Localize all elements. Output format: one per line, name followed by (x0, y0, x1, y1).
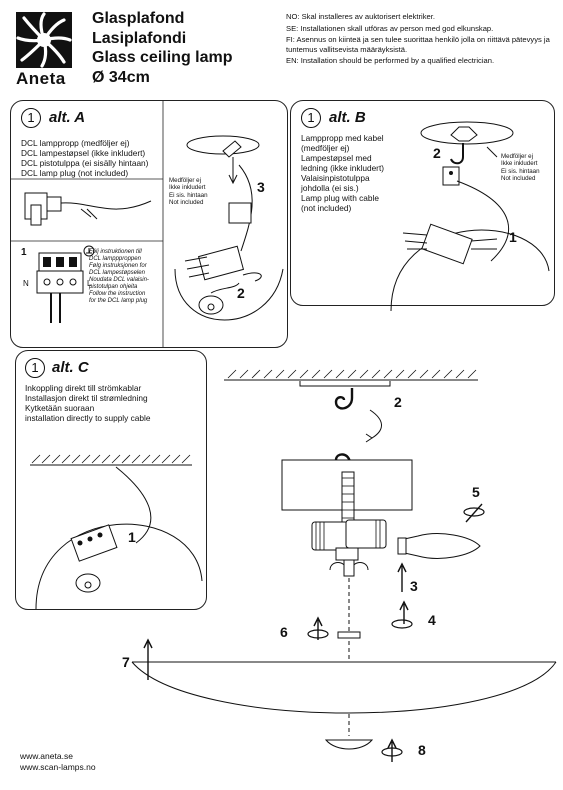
live-label: L (87, 279, 92, 288)
alt-c-description: Inkoppling direkt till strömkablar Insta… (25, 383, 150, 423)
alt-c-title: alt. C (52, 359, 89, 376)
note-line: Not included (169, 199, 204, 207)
desc-line: DCL lamppropp (medföljer ej) (21, 138, 130, 148)
installation-notes: NO: Skal installeres av auktorisert elek… (286, 12, 556, 68)
neutral-label: N (23, 279, 29, 288)
wiring-step-number: 1 (21, 247, 27, 258)
title-line: Lasiplafondi (92, 29, 187, 47)
note-en: EN: Installation should be performed by … (286, 56, 495, 66)
title-line: Glass ceiling lamp (92, 49, 233, 66)
desc-line: installation directly to supply cable (25, 413, 151, 423)
note-fi: FI: Asennus on kiinteä ja sen tulee suor… (286, 35, 550, 54)
alt-a-description: DCL lamppropp (medföljer ej) DCL lampest… (21, 138, 148, 178)
step-3-number: 3 (257, 179, 265, 195)
aneta-logo (14, 10, 76, 88)
desc-line: Lamppropp med kabel (301, 133, 384, 143)
instr-line: Följ instruktionen till (89, 249, 142, 255)
step-badge: 1 (21, 108, 41, 128)
title-line: Glasplafond (92, 10, 185, 27)
instr-line: pistotulpan ohjeita (89, 284, 138, 290)
desc-line: Inkoppling direkt till strömkablar (25, 383, 142, 393)
alt-a-title: alt. A (49, 109, 86, 126)
step-1-number: 1 (509, 229, 517, 245)
note-line: Medföljer ej (501, 153, 533, 160)
step-7-number: 7 (122, 654, 130, 670)
note-no: NO: Skal installeres av auktorisert elek… (286, 12, 435, 21)
dcl-instructions: Följ instruktionen till DCL lamppproppen… (89, 249, 149, 305)
panel-alt-b: 1 alt. B Lamppropp med kabel (medföljer … (290, 100, 555, 312)
desc-line: (medföljer ej) (301, 143, 350, 153)
panel-c-drawing (30, 454, 203, 610)
instr-line: Follow the instruction (89, 291, 146, 297)
note-line: Ei sis. hintaan (501, 167, 540, 175)
step-3-number: 3 (410, 578, 418, 594)
not-included-note: Medföljer ej Ikke inkludert Ei sis. hint… (169, 177, 208, 207)
website-links: www.aneta.se www.scan-lamps.no (20, 751, 96, 773)
panel-b-drawing (390, 121, 550, 312)
panel-alt-c: 1 alt. C Inkoppling direkt till strömkab… (15, 350, 207, 610)
step-1-number: 1 (128, 529, 136, 545)
desc-line: Valaisinpistotulppa (301, 173, 370, 183)
desc-line: DCL lampestøpsel (ikke inkludert) (21, 148, 146, 158)
instr-line: DCL lamppproppen (89, 256, 141, 262)
desc-line: Lampestøpsel med (301, 153, 372, 163)
step-badge: 1 (301, 108, 321, 128)
step-2-number: 2 (433, 145, 441, 161)
instr-line: DCL lampestøpselen (89, 270, 145, 276)
note-line: Medföljer ej (169, 177, 201, 184)
brand-name: Aneta (16, 69, 66, 88)
desc-line: DCL pistotulppa (ei sisälly hintaan) (21, 158, 149, 168)
desc-line: DCL lamp plug (not included) (21, 168, 129, 178)
desc-line: Lamp plug with cable (301, 193, 379, 203)
note-line: Not included (501, 175, 536, 183)
panel-a-drawing (11, 101, 284, 347)
desc-line: Kytketään suoraan (25, 403, 95, 413)
step-6-number: 6 (280, 624, 288, 640)
desc-line: Installasjon direkt til strømledning (25, 393, 148, 403)
desc-line: ledning (ikke inkludert) (301, 163, 385, 173)
not-included-note: Medföljer ej Ikke inkludert Ei sis. hint… (501, 153, 540, 183)
step-4-number: 4 (428, 612, 436, 628)
alt-b-description: Lamppropp med kabel (medföljer ej) Lampe… (301, 133, 384, 213)
title-line: Ø 34cm (92, 68, 150, 86)
note-se: SE: Installationen skall utföras av pers… (286, 23, 494, 33)
step-5-number: 5 (472, 484, 480, 500)
note-line: Ei sis. hintaan (169, 191, 208, 199)
desc-line: (not included) (301, 203, 352, 213)
instr-line: for the DCL lamp plug (89, 298, 148, 304)
product-title: Glasplafond Lasiplafondi Glass ceiling l… (92, 9, 233, 87)
step-2-number: 2 (237, 285, 245, 301)
step-badge: 1 (25, 358, 45, 378)
sun-logo-icon (16, 12, 72, 68)
step-2-number: 2 (394, 394, 402, 410)
instr-line: Følg instruksjonen for (89, 263, 147, 269)
note-line: Ikke inkludert (501, 160, 538, 168)
website-scan-lamps[interactable]: www.scan-lamps.no (20, 762, 96, 772)
alt-b-title: alt. B (329, 109, 366, 126)
desc-line: johdolla (ei sis.) (301, 183, 359, 193)
note-line: Ikke inkludert (169, 184, 206, 192)
website-aneta[interactable]: www.aneta.se (20, 751, 73, 761)
instr-line: Noudata DCL valaisin- (89, 277, 149, 283)
step-8-number: 8 (418, 742, 426, 758)
panel-alt-a: 1 alt. A DCL lamppropp (medföljer ej) DC… (10, 100, 288, 348)
